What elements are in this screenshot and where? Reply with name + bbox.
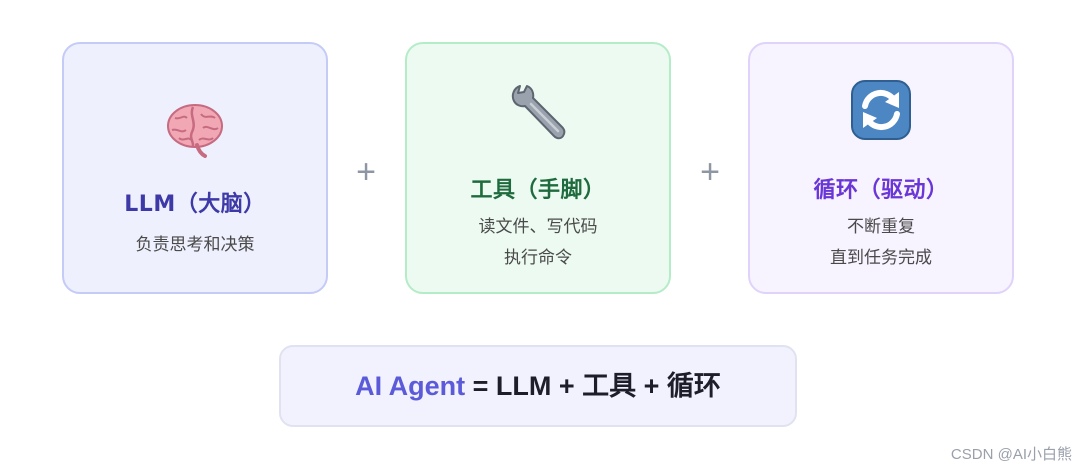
formula-box: AI Agent = LLM + 工具 + 循环 xyxy=(279,345,797,427)
loop-desc-line: 直到任务完成 xyxy=(830,248,932,268)
loop-title: 循环（驱动） xyxy=(813,178,949,203)
llm-desc-line: 负责思考和决策 xyxy=(135,235,255,255)
llm-title: LLM（大脑） xyxy=(124,192,266,217)
plus-operator-1: + xyxy=(356,153,376,191)
tools-description: 读文件、写代码 执行命令 xyxy=(407,212,669,274)
llm-card: LLM（大脑） 负责思考和决策 xyxy=(62,42,328,294)
tools-title: 工具（手脚） xyxy=(470,178,606,203)
formula-equation: = LLM + 工具 + 循环 xyxy=(465,371,721,401)
cycle-arrows-icon xyxy=(849,78,913,142)
loop-description: 不断重复 直到任务完成 xyxy=(750,212,1012,274)
tools-desc-line: 读文件、写代码 xyxy=(478,217,598,237)
loop-card: 循环（驱动） 不断重复 直到任务完成 xyxy=(748,42,1014,294)
llm-description: 负责思考和决策 xyxy=(64,230,326,261)
plus-operator-2: + xyxy=(700,153,720,191)
wrench-icon xyxy=(506,80,570,144)
brain-icon xyxy=(163,98,227,162)
formula-agent-label: AI Agent xyxy=(355,371,466,401)
loop-desc-line: 不断重复 xyxy=(847,217,915,237)
tools-card: 工具（手脚） 读文件、写代码 执行命令 xyxy=(405,42,671,294)
tools-desc-line: 执行命令 xyxy=(504,248,572,268)
watermark: CSDN @AI小白熊 xyxy=(950,446,1072,463)
